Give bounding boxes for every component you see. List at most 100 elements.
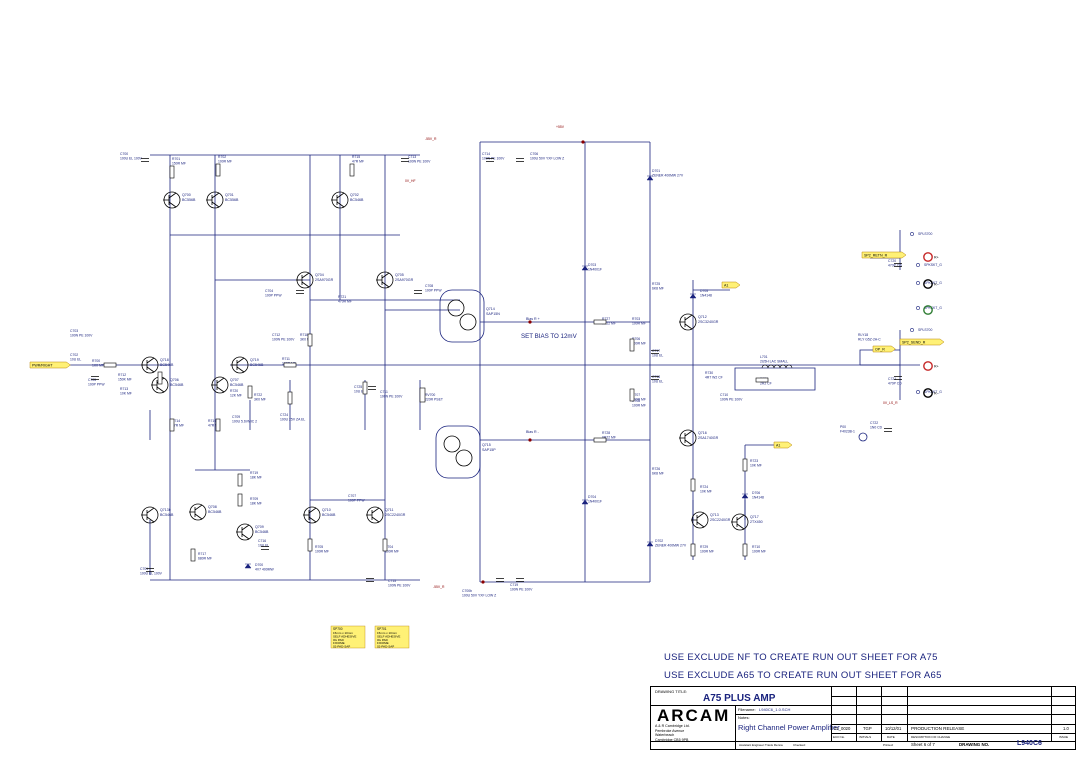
component-ref: R704 [385, 545, 393, 549]
component-value: 1N4148 [752, 496, 764, 500]
connector-pin [910, 328, 914, 332]
sheet-title: Right Channel Power Amplifier [738, 723, 840, 732]
transistor-part: BC546B [208, 510, 222, 514]
component-ref: R712 [118, 373, 126, 377]
checked-label: Checked: [793, 743, 806, 747]
component-value: 100R MF [218, 160, 232, 164]
transistor-part: BC546B [160, 363, 174, 367]
transistor-ref: Q704 [315, 273, 324, 277]
transistor-part: BC546B [250, 363, 264, 367]
component-value: 10K MF [700, 490, 712, 494]
component-value: 470R MF [338, 300, 352, 304]
component-value: 150R MF [172, 162, 186, 166]
net-label [872, 345, 896, 353]
transistor-ref: Q718 [160, 358, 169, 362]
capacitor-symbol [146, 568, 154, 572]
speaker-terminal [923, 252, 933, 262]
transistor-part: 2SC3240GR [698, 320, 719, 324]
component-value: 470P CD [888, 264, 902, 268]
component-ref: D702 [655, 539, 663, 543]
component-ref: P00 [840, 425, 846, 429]
component-ref: D706 [752, 491, 760, 495]
component-value: 18K MF [250, 476, 262, 480]
component-ref: C708 [425, 284, 433, 288]
initials: TGP [863, 726, 872, 731]
transistor-symbol [447, 299, 465, 317]
resistor-symbol [283, 362, 297, 368]
mounting-point [858, 432, 868, 442]
transistor-ref: Q713 [710, 513, 719, 517]
component-value: 100R MF [632, 322, 646, 326]
transistor-symbol [443, 435, 461, 453]
transistor-part: BC546B [160, 513, 174, 517]
component-value: 100R MF [632, 398, 646, 402]
transistor-part: BC546B [230, 383, 244, 387]
note-a75: USE EXCLUDE NF TO CREATE RUN OUT SHEET F… [664, 652, 938, 663]
drawing-title-label: DRAWING TITLE: [655, 689, 688, 694]
pad-line: 02-PAD-SAP [333, 645, 350, 649]
component-value: 6K8 MF [652, 287, 664, 291]
component-ref: R728 [602, 431, 610, 435]
transistor-leads [679, 430, 693, 446]
capacitor-symbol [651, 376, 659, 380]
component-value: 1K0 MF [92, 364, 104, 368]
drawing-no-label: DRAWING NO. [959, 742, 990, 747]
transistor-part: 2SC2240GR [385, 513, 406, 517]
component-value: 10U EL [652, 354, 663, 358]
component-value: ZENER 400MW 27V [652, 174, 684, 178]
component-value: 47R MF [352, 160, 364, 164]
resistor-symbol [629, 338, 635, 352]
resistor-symbol [755, 377, 769, 383]
adhesive-pad [374, 625, 410, 649]
capacitor-symbol [91, 376, 99, 380]
transistor-ref: Q709 [255, 525, 264, 529]
resistor-symbol [690, 478, 696, 492]
component-value: 100R MF [700, 550, 714, 554]
resistor-symbol [307, 538, 313, 552]
speaker-terminal [923, 361, 933, 371]
capacitor-symbol [261, 546, 269, 550]
net-label-text: OP_R [875, 348, 885, 352]
component-value: 47R MF [208, 424, 220, 428]
transistor-ref: Q717 [750, 515, 759, 519]
net-label-text: A1 [724, 284, 728, 288]
transistor-ref: Q714 [486, 307, 495, 311]
printed-label: Printed: [883, 743, 894, 747]
component-value: 18K MF [250, 502, 262, 506]
connector-pin [910, 232, 914, 236]
filename-value: L940C6_1.0.SCH [759, 707, 791, 712]
connector-ref: SPLS700 [918, 328, 932, 332]
resistor-symbol [362, 381, 368, 395]
capacitor-symbol [296, 290, 304, 294]
drawing-title: A75 PLUS AMP [703, 693, 776, 704]
capacitor-symbol [651, 350, 659, 354]
pad-line: F/DOME [377, 641, 389, 645]
diode-symbol [581, 499, 589, 505]
power-rail-label: -55V_R [425, 137, 437, 141]
transistor-leads [296, 272, 310, 288]
component-ref: L701 [760, 355, 768, 359]
transistor-ref: Q706 [170, 378, 179, 382]
component-value: 10U EL [652, 380, 663, 384]
power-rail-label: +55V [556, 125, 565, 129]
component-value: 100R MF [632, 404, 646, 408]
connector-ref: SPKSKT_G [924, 390, 942, 394]
net-label-text: PWR/RIGHT [32, 364, 53, 368]
component-value: 10U EL [354, 390, 365, 394]
change-description: PRODUCTION RELEASE [911, 726, 965, 731]
resistor-symbol [690, 543, 696, 557]
component-value: 100N PE 100V [720, 398, 743, 402]
component-ref: C719 [510, 583, 518, 587]
component-ref: R706 [632, 337, 640, 341]
component-ref: C721 [888, 377, 896, 381]
component-ref: D701 [652, 169, 660, 173]
speaker-terminal [923, 279, 933, 289]
capacitor-symbol [516, 578, 524, 582]
issue-number: 1.0 [1063, 726, 1069, 731]
connector-pin [916, 306, 920, 310]
component-value: 1N4001F [588, 268, 602, 272]
speaker-terminal-label: R+ [934, 364, 939, 368]
component-ref: C700 [120, 152, 128, 156]
resistor-symbol [307, 333, 313, 347]
